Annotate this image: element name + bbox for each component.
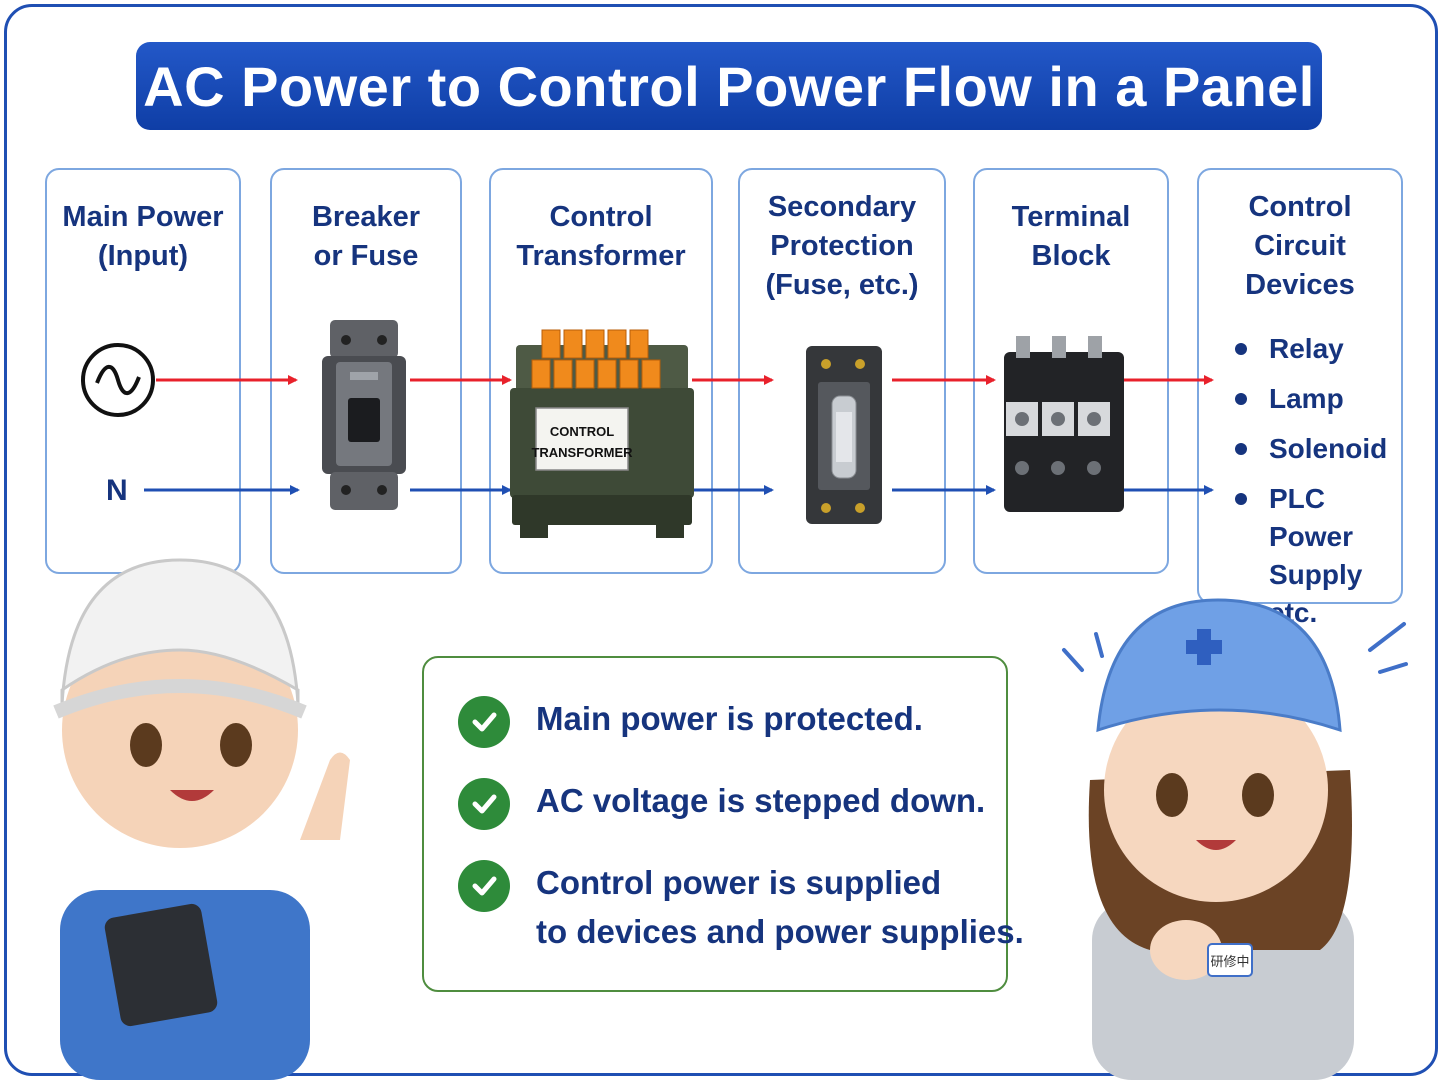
terminal-block-icon [1004,336,1124,512]
summary-line: AC voltage is stepped down. [536,782,986,819]
device-item-lamp: Lamp [1235,380,1401,418]
page-title: AC Power to Control Power Flow in a Pane… [143,54,1315,118]
block-label-line: Terminal [1011,201,1131,233]
block-label-line: Protection [770,230,914,262]
device-list: Relay Lamp Solenoid PLC Power Supply etc… [1235,330,1401,632]
device-item-solenoid: Solenoid [1235,430,1401,468]
summary-item: Control power is supplied to devices and… [458,860,1024,956]
block-label-line: Block [1031,240,1111,272]
trainee-girl-illustration: 研修中 [1062,598,1408,1080]
device-item-relay: Relay [1235,330,1401,368]
title-banner: AC Power to Control Power Flow in a Pane… [136,42,1322,130]
summary-item: Main power is protected. [458,696,923,748]
summary-item: AC voltage is stepped down. [458,778,985,830]
summary-line: Main power is protected. [536,700,923,737]
block-label-line: Transformer [516,240,686,272]
summary-line: to devices and power supplies. [536,913,1024,950]
worker-boy-illustration [53,558,350,1080]
page-frame [4,4,1438,1076]
block-label-line: Main Power [62,201,224,233]
fuse-holder-icon [806,346,882,524]
ac-source-icon [81,343,155,417]
block-label-line: Circuit [1254,230,1346,262]
transformer-plate-line-1: CONTROL [550,424,614,439]
block-label-line: Breaker [311,201,421,233]
block-label-line: (Input) [97,240,189,272]
device-item-plc-supply: Supply [1269,559,1363,590]
transformer-icon: CONTROL TRANSFORMER [510,329,694,538]
check-icon [458,696,510,748]
block-label-line: Control [1248,191,1352,223]
neutral-label: N [106,474,128,507]
breaker-icon [322,320,406,510]
device-item-plc-power: PLC Power [1235,480,1401,556]
summary-line: Control power is supplied [536,864,942,901]
summary-box: Main power is protected. AC voltage is s… [422,656,1024,992]
name-tag-text: 研修中 [1210,955,1249,970]
block-label-line: (Fuse, etc.) [765,269,919,301]
transformer-plate-line-2: TRANSFORMER [531,445,633,460]
check-icon [458,778,510,830]
check-icon [458,860,510,912]
block-label-line: or Fuse [313,240,419,272]
block-label-line: Control [549,201,653,233]
block-control-circuit-devices: Control Circuit Devices Relay Lamp Solen… [1197,168,1403,628]
block-label-line: Devices [1245,269,1355,301]
block-label-line: Secondary [767,191,917,223]
